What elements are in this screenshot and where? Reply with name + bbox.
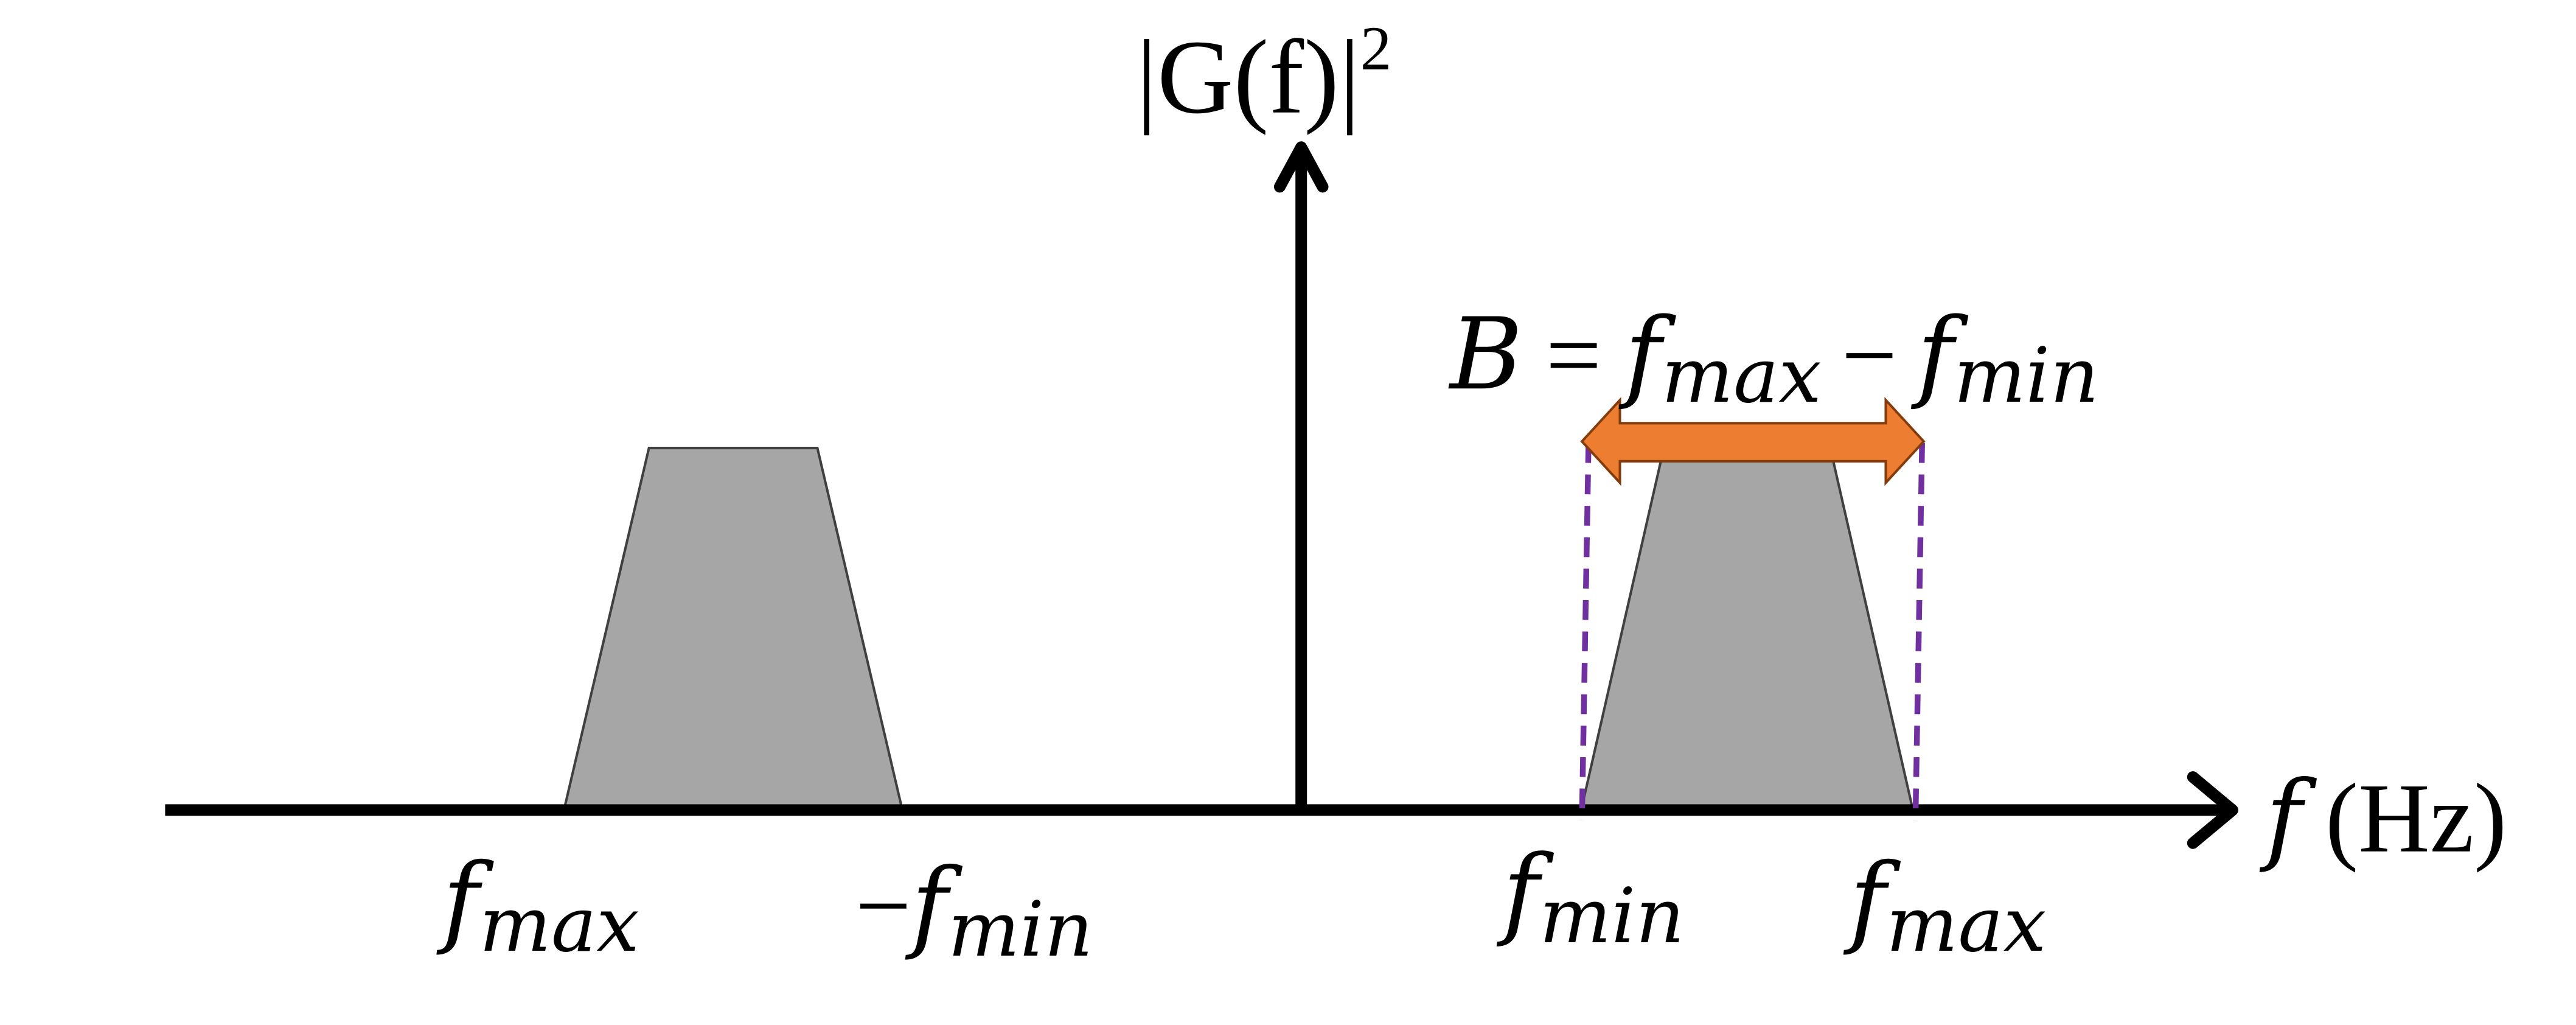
bandwidth-double-arrow (1580, 397, 1926, 486)
positive-band (1580, 458, 1914, 808)
negative-band (563, 447, 903, 808)
tick-label-neg-fmin: −fmin (855, 848, 1093, 974)
tick-label-neg-fmax: fmax (436, 843, 639, 969)
y-axis-label: |G(f)|2 (1136, 14, 1391, 136)
tick-label-fmin: fmin (1496, 834, 1685, 960)
fmin-dashed-marker (1579, 443, 1592, 820)
y-axis-arrowhead (1273, 141, 1329, 193)
fmax-dashed-marker (1912, 443, 1925, 820)
tick-label-fmax: fmax (1843, 843, 2046, 969)
x-axis-arrowhead (2187, 771, 2238, 849)
bandwidth-formula: B=fmax−fmin (1448, 297, 2099, 420)
x-axis-label: f(Hz) (2259, 760, 2507, 875)
